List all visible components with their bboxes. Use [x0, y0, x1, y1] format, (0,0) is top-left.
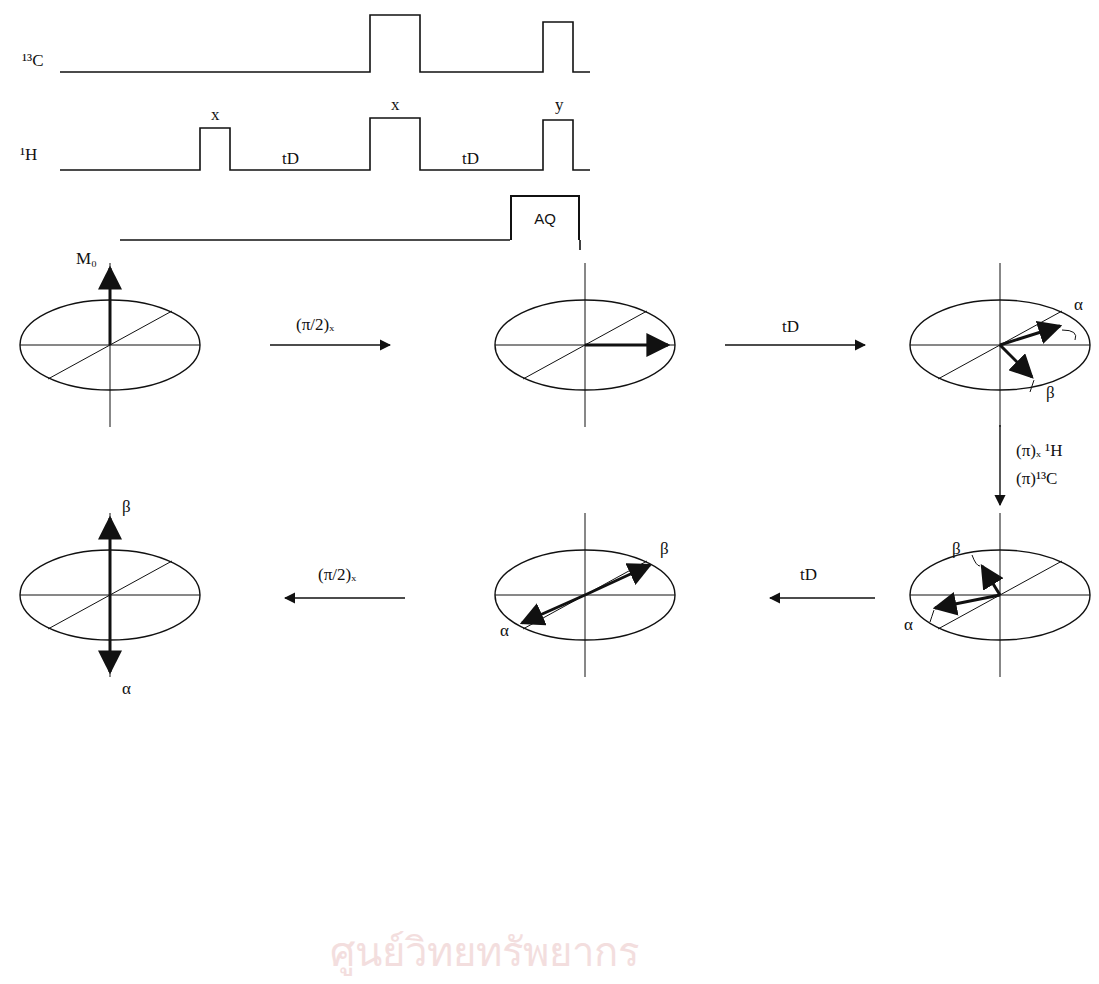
acquisition-channel	[120, 239, 510, 241]
magnetization-vector	[1000, 345, 1032, 377]
axis-label: tD	[782, 318, 799, 337]
magnetization-vector	[935, 595, 1000, 608]
axis-label: (π)ₓ ¹H	[1016, 442, 1062, 461]
magnetization-vector	[585, 565, 650, 595]
axis-label: x	[391, 96, 400, 115]
acquisition-box: AQ	[510, 195, 580, 240]
magnetization-vector	[109, 268, 112, 345]
axis-label: tD	[462, 150, 479, 169]
step-arrow	[725, 344, 865, 345]
magnetization-vector	[109, 518, 112, 595]
axis-label: M₀	[76, 250, 97, 269]
axis-label: α	[122, 680, 131, 699]
axis-label: ¹³C	[22, 52, 44, 71]
rotating-frame	[495, 513, 675, 677]
magnetization-vector	[1000, 326, 1060, 345]
axis-label: β	[1046, 384, 1055, 403]
rotating-frame	[910, 263, 1090, 427]
axis-label: ¹H	[20, 146, 37, 165]
axis-label: tD	[282, 150, 299, 169]
axis-label: y	[555, 96, 564, 115]
axis-label: α	[904, 616, 913, 635]
vector-diagrams	[20, 263, 1090, 677]
watermark: ศูนย์วิทยทรัพยากร	[330, 930, 639, 974]
step-arrow	[285, 597, 405, 598]
rotation-hint	[1030, 380, 1034, 392]
magnetization-vector	[522, 595, 585, 623]
pulse-sequence	[60, 15, 590, 250]
rotation-hint	[930, 610, 934, 622]
rotation-hint	[972, 555, 980, 566]
rotating-frame	[20, 513, 200, 677]
box-label: AQ	[534, 210, 556, 227]
rotating-frame	[20, 263, 200, 427]
proton-channel	[60, 118, 590, 170]
acquisition-channel	[579, 240, 581, 250]
axis-label: α	[1074, 296, 1083, 315]
rotating-frame	[495, 263, 675, 427]
axis-label: (π)¹³C	[1016, 470, 1057, 489]
axis-label: tD	[800, 566, 817, 585]
axis-label: β	[660, 540, 669, 559]
magnetization-vector	[585, 344, 668, 347]
magnetization-vector	[109, 595, 112, 672]
axis-label: (π/2)ₓ	[296, 316, 334, 335]
axis-label: (π/2)ₓ	[318, 566, 356, 585]
axis-label: α	[500, 622, 509, 641]
axis-label: β	[952, 540, 961, 559]
step-arrow	[270, 344, 390, 345]
magnetization-vector	[982, 566, 1000, 595]
rotation-hint	[1062, 330, 1076, 340]
axis-label: x	[211, 106, 220, 125]
step-arrow	[999, 425, 1000, 505]
axis-label: β	[122, 498, 131, 517]
step-arrow	[770, 597, 875, 598]
carbon-channel	[60, 15, 590, 72]
rotating-frame	[910, 513, 1090, 677]
